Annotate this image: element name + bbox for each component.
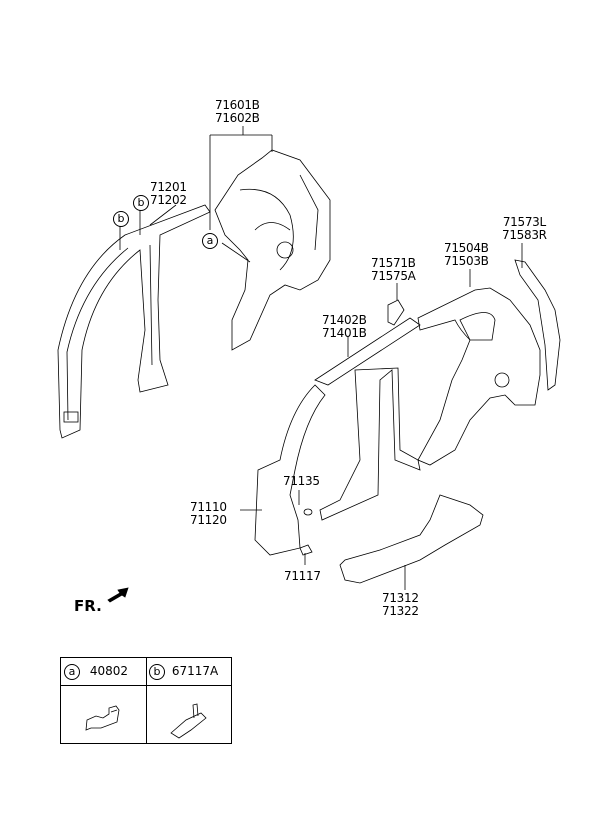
side-outer-part: [254, 287, 541, 556]
plug-part: [303, 508, 313, 516]
marker-b: b: [113, 211, 129, 227]
legend-item-b: b 67117A: [149, 664, 218, 680]
label-plug: 71135: [283, 474, 320, 488]
quarter-extension-part: [514, 259, 561, 391]
label-grommet: 71117: [284, 569, 321, 583]
marker-a: a: [202, 233, 218, 249]
clip-40802-icon: [85, 705, 120, 731]
legend-item-a: a 40802: [64, 664, 128, 680]
front-direction-label: FR.: [74, 597, 102, 615]
side-sill-part: [339, 494, 484, 584]
legend-part-drawings: [85, 703, 207, 739]
leader-lines: [119, 126, 523, 590]
front-arrow-icon: [107, 587, 129, 603]
roof-rail-inner-part: [57, 204, 211, 439]
legend-table: a 40802 b 67117A: [60, 657, 232, 744]
quarter-inner-part: [214, 149, 331, 351]
grommet-part: [299, 544, 313, 556]
fastener-67117a-icon: [170, 703, 207, 739]
bracket-part: [387, 299, 405, 326]
marker-b: b: [133, 195, 149, 211]
